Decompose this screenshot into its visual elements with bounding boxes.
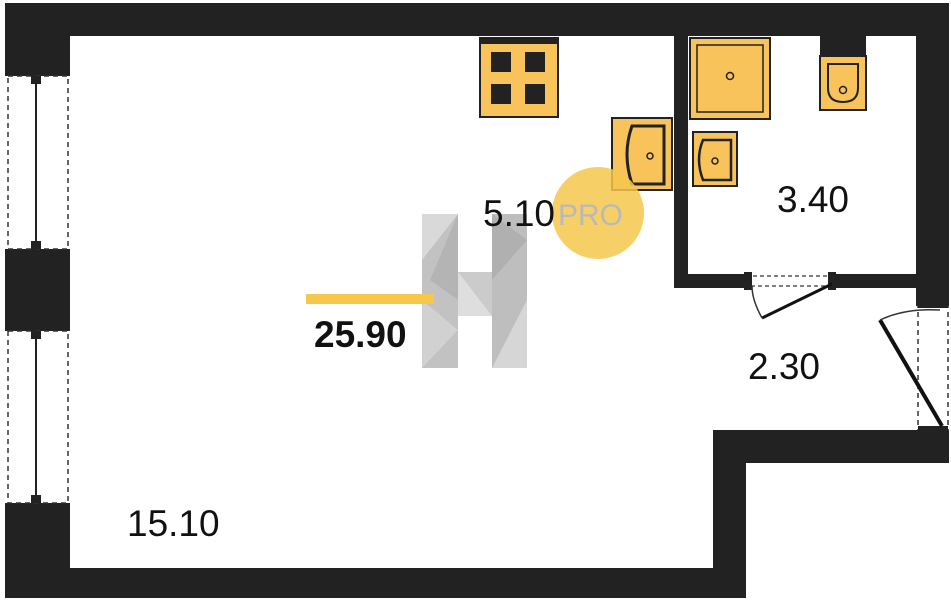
watermark-pro-badge: PRO: [552, 167, 644, 259]
hallway-area-label: 2.30: [748, 346, 820, 387]
shower-tray-icon: [689, 37, 771, 120]
main-room-area-label: 15.10: [127, 503, 220, 544]
door-swing-icon: [744, 272, 836, 320]
window-icon: [7, 75, 69, 250]
watermark-monogram: [422, 214, 527, 368]
bathroom-area-label: 3.40: [777, 179, 849, 220]
door-swing-icon: [878, 299, 949, 435]
washbasin-icon: [692, 131, 738, 187]
stove-icon: [479, 37, 559, 118]
total-area-label: 25.90: [314, 314, 407, 355]
total-area-bar: [306, 294, 434, 304]
window-icon: [7, 330, 69, 504]
kitchen-area-label: 5.10: [483, 193, 555, 234]
toilet-icon: [819, 36, 867, 111]
watermark-pro-text: PRO: [558, 199, 623, 232]
walls: [5, 3, 949, 598]
